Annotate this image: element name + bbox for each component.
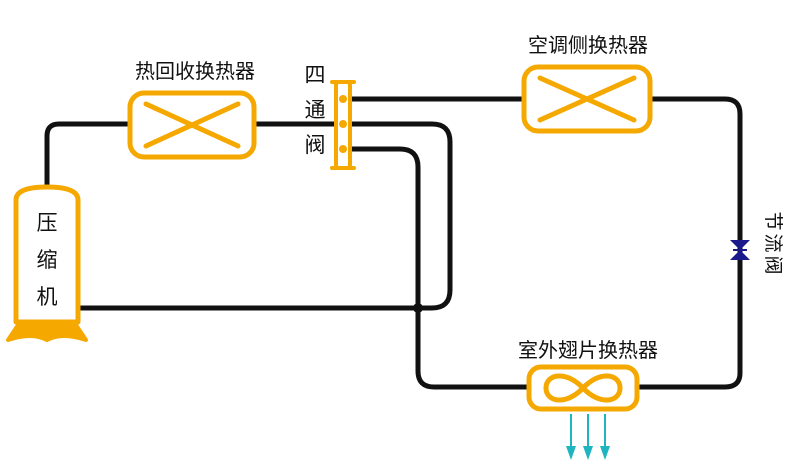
compressor-label-char: 压 <box>36 211 58 235</box>
ac-side-exchanger-label: 空调侧换热器 <box>528 33 648 57</box>
compressor <box>6 184 88 342</box>
heat-recovery-exchanger-label: 热回收换热器 <box>135 59 255 83</box>
outdoor-fin-exchanger-label: 室外翅片换热器 <box>518 338 658 362</box>
four-way-valve-label-char: 通 <box>304 98 326 122</box>
throttle-valve-symbol <box>730 240 750 260</box>
ac-side-exchanger <box>521 64 653 134</box>
four-way-valve-label-char: 阀 <box>304 133 326 157</box>
four-way-valve-label-char: 四 <box>304 63 326 87</box>
piping <box>44 96 743 390</box>
four-way-valve-label: 四 通 阀 <box>302 62 328 159</box>
pipe-junction-dot <box>413 303 423 313</box>
pipe-valve-to-compressor-suction <box>77 121 453 311</box>
airflow-arrow-icon <box>566 414 576 460</box>
compressor-base <box>6 320 88 342</box>
heat-recovery-exchanger <box>127 90 257 160</box>
throttle-valve-label-char: 阀 <box>762 255 784 275</box>
pipe-valve-to-outdoor-exchanger <box>349 146 531 390</box>
compressor-label: 压 缩 机 <box>34 210 60 311</box>
compressor-body <box>13 184 81 325</box>
throttle-valve-label: 节 流 阀 <box>760 210 786 276</box>
airflow-arrow-icon <box>583 414 593 460</box>
pipe-compressor-to-heat-recovery <box>44 121 135 193</box>
four-way-valve <box>330 80 356 170</box>
fan-infinity-symbol <box>543 373 623 403</box>
airflow-arrow-icon <box>600 414 610 460</box>
airflow-arrows <box>566 414 610 460</box>
outdoor-fin-exchanger <box>526 364 640 412</box>
compressor-label-char: 缩 <box>36 248 58 272</box>
compressor-label-char: 机 <box>36 285 58 309</box>
